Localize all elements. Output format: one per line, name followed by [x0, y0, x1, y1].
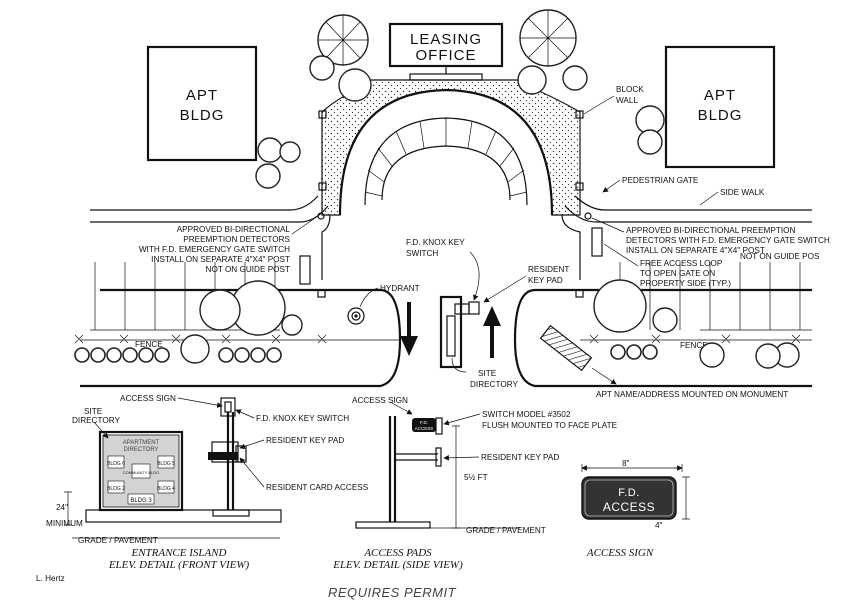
access-sign-detail: F.D. ACCESS — [581, 464, 690, 520]
side-grade-label: GRADE / PAVEMENT — [466, 526, 546, 535]
front-view-caption-2: ELEV. DETAIL (FRONT VIEW) — [108, 559, 250, 571]
right-detectors-note: APPROVED BI-DIRECTIONAL PREEMPTION DETEC… — [591, 217, 830, 261]
svg-text:TO OPEN GATE ON: TO OPEN GATE ON — [640, 269, 715, 278]
fence-left-label: FENCE — [135, 340, 163, 349]
direction-arrows — [400, 302, 501, 358]
median-island — [439, 295, 480, 369]
block-wall-label-1: BLOCK — [616, 85, 644, 94]
svg-text:INSTALL ON SEPARATE 4"X4" POST: INSTALL ON SEPARATE 4"X4" POST — [151, 255, 290, 264]
access-sign-text-2: ACCESS — [603, 500, 655, 514]
hydrant-icon — [347, 307, 365, 325]
svg-text:NOT ON GUIDE POS: NOT ON GUIDE POS — [740, 252, 820, 261]
svg-text:PREEMPTION DETECTORS: PREEMPTION DETECTORS — [183, 235, 290, 244]
access-sign-caption: ACCESS SIGN — [586, 547, 654, 559]
apt-bldg-left: APT BLDG — [146, 45, 258, 162]
gate-post-left — [317, 289, 326, 298]
sidewalk-right — [561, 195, 812, 280]
pedestrian-gate-label: PEDESTRIAN GATE — [622, 176, 699, 185]
landscape-trees — [180, 9, 800, 369]
side-height-dim: 5½ FT — [464, 473, 488, 482]
fence-right-label: FENCE — [680, 341, 708, 350]
side-access-sign-label: ACCESS SIGN — [352, 396, 408, 405]
free-access-loop-note: FREE ACCESS LOOP TO OPEN GATE ON PROPERT… — [603, 243, 731, 288]
requires-permit: REQUIRES PERMIT — [328, 585, 457, 600]
front-view-caption-1: ENTRANCE ISLAND — [130, 547, 226, 559]
free-access-loop-right — [591, 227, 603, 257]
knox-switch-label-1: F.D. KNOX KEY — [406, 238, 465, 247]
side-walk-label: SIDE WALK — [720, 188, 765, 197]
access-sign-text-1: F.D. — [618, 487, 640, 499]
resident-keypad-plan-label-2: KEY PAD — [528, 276, 563, 285]
left-detectors-note: APPROVED BI-DIRECTIONAL PREEMPTION DETEC… — [139, 215, 319, 274]
free-access-loop-left — [299, 255, 311, 285]
gate-post-right — [575, 289, 584, 298]
svg-text:BLDG 6: BLDG 6 — [107, 461, 125, 467]
leasing-office-label-1: LEASING — [410, 31, 482, 48]
svg-text:BLDG 5: BLDG 5 — [157, 461, 175, 467]
svg-text:NOT ON GUIDE POST: NOT ON GUIDE POST — [206, 265, 290, 274]
access-sign-height-dim: 4" — [655, 521, 663, 530]
monument-sign — [539, 324, 593, 372]
svg-text:FREE ACCESS LOOP: FREE ACCESS LOOP — [640, 259, 723, 268]
svg-text:ACCESS: ACCESS — [415, 426, 434, 431]
svg-text:BLDG 4: BLDG 4 — [157, 486, 175, 492]
side-resident-keypad-label: RESIDENT KEY PAD — [481, 453, 559, 462]
front-resident-keypad-label: RESIDENT KEY PAD — [266, 436, 344, 445]
svg-text:DIRECTORY: DIRECTORY — [123, 447, 158, 453]
shrub-row-right — [610, 344, 658, 360]
front-dim-24: 24" — [56, 503, 68, 512]
apt-bldg-right: APT BLDG — [664, 45, 776, 169]
side-view-caption-2: ELEV. DETAIL (SIDE VIEW) — [332, 559, 463, 571]
apt-bldg-left-label-1: APT — [186, 87, 218, 104]
svg-text:COMMUNITY BLDG: COMMUNITY BLDG — [123, 470, 160, 475]
shrub-row-left — [74, 347, 282, 363]
front-grade-label: GRADE / PAVEMENT — [78, 536, 158, 545]
fence-right — [580, 262, 812, 344]
front-site-directory-label-1: SITE — [84, 407, 103, 416]
author-credit: L. Hertz — [36, 574, 65, 583]
site-directory-plan-label-2: DIRECTORY — [470, 380, 518, 389]
svg-text:INSTALL ON SEPARATE 4"X4" POST: INSTALL ON SEPARATE 4"X4" POST — [626, 246, 765, 255]
switch-model-label-2: FLUSH MOUNTED TO FACE PLATE — [482, 421, 618, 430]
block-wall-label-2: WALL — [616, 96, 638, 105]
front-site-directory-label-2: DIRECTORY — [72, 416, 120, 425]
access-sign-width-dim: 8" — [622, 459, 630, 468]
switch-model-label-1: SWITCH MODEL #3502 — [482, 410, 571, 419]
hydrant-label: HYDRANT — [380, 284, 420, 293]
apt-bldg-right-label-2: BLDG — [698, 107, 743, 124]
svg-text:APPROVED BI-DIRECTIONAL PREEMP: APPROVED BI-DIRECTIONAL PREEMPTION — [626, 226, 795, 235]
knox-switch-label-2: SWITCH — [406, 249, 438, 258]
apt-bldg-left-label-2: BLDG — [180, 107, 225, 124]
svg-text:BLDG 3: BLDG 3 — [130, 498, 152, 504]
front-access-sign-label: ACCESS SIGN — [120, 394, 176, 403]
svg-text:PROPERTY SIDE (TYP.): PROPERTY SIDE (TYP.) — [640, 279, 731, 288]
side-view-elevation: F.D. ACCESS — [355, 416, 520, 529]
svg-text:APARTMENT: APARTMENT — [123, 440, 160, 446]
sidewalk-left — [90, 195, 331, 280]
site-directory-plan-label-1: SITE — [478, 369, 497, 378]
svg-text:WITH F.D. EMERGENCY GATE SWITC: WITH F.D. EMERGENCY GATE SWITCH — [139, 245, 290, 254]
front-dim-minimum: MINIMUM — [46, 519, 83, 528]
apt-name-monument-label: APT NAME/ADDRESS MOUNTED ON MONUMENT — [596, 390, 788, 399]
leasing-office-label-2: OFFICE — [416, 47, 477, 64]
svg-text:BLDG 2: BLDG 2 — [107, 486, 125, 492]
svg-text:F.D.: F.D. — [420, 420, 428, 425]
svg-text:DETECTORS WITH F.D. EMERGENCY: DETECTORS WITH F.D. EMERGENCY GATE SWITC… — [626, 236, 830, 245]
apt-bldg-right-label-1: APT — [704, 87, 736, 104]
directory-panel-map: APARTMENT DIRECTORY BLDG 6 BLDG 5 BLDG 2… — [107, 440, 175, 505]
front-card-access-label: RESIDENT CARD ACCESS — [266, 483, 369, 492]
front-knox-switch-label: F.D. KNOX KEY SWITCH — [256, 414, 349, 423]
side-view-caption-1: ACCESS PADS — [363, 547, 432, 559]
leasing-office: LEASING OFFICE — [388, 22, 504, 81]
svg-text:APPROVED BI-DIRECTIONAL: APPROVED BI-DIRECTIONAL — [177, 225, 291, 234]
resident-keypad-plan-label-1: RESIDENT — [528, 265, 569, 274]
